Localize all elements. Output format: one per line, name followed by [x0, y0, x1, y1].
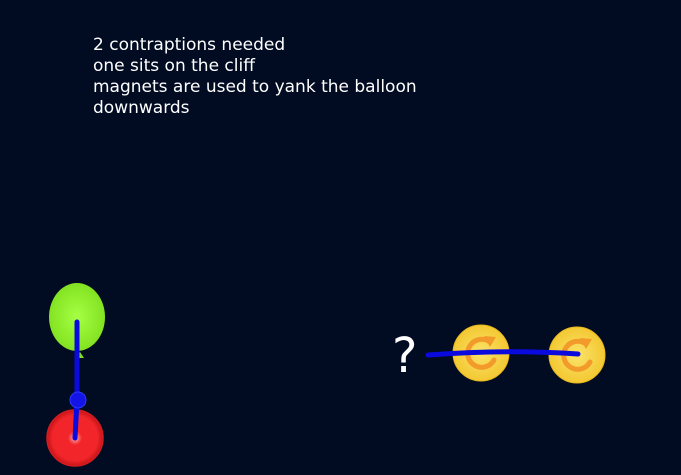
rope-joint[interactable]: [69, 391, 87, 409]
magnet-rope[interactable]: [425, 349, 581, 358]
balloon-rope[interactable]: [72, 319, 80, 441]
rotate-arrow-icon: [465, 336, 497, 370]
instruction-line-3: magnets are used to yank the balloon: [93, 77, 417, 97]
instruction-line-4: downwards: [93, 98, 190, 118]
instruction-text: 2 contraptions needed one sits on the cl…: [93, 35, 417, 119]
arrow-head-icon: [484, 336, 496, 347]
balloon-body: [49, 283, 105, 351]
instruction-line-2: one sits on the cliff: [93, 56, 255, 76]
instruction-line-1: 2 contraptions needed: [93, 35, 286, 55]
rotate-arrow-icon: [561, 338, 593, 372]
arrow-head-icon: [580, 338, 592, 349]
unknown-marker: ?: [392, 328, 418, 384]
